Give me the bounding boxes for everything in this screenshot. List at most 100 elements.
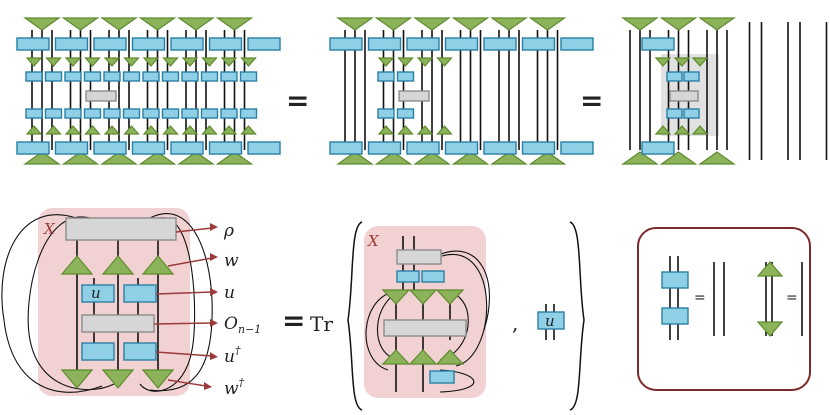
isometry-tensor (413, 17, 451, 31)
label-arrows (153, 223, 218, 390)
isometry-dagger-tensor (138, 151, 177, 165)
comma: , (512, 311, 518, 335)
disentangler-tensor (122, 71, 141, 82)
mera-network-full (16, 17, 281, 165)
isometry-tensor (659, 17, 698, 31)
isometry-dagger-tensor (397, 125, 414, 135)
isometry-dagger-tensor (490, 151, 528, 165)
disentangler-dagger-tensor (444, 141, 479, 155)
disentangler-dagger-tensor (81, 342, 115, 361)
wire-loop (139, 217, 196, 392)
equals-sign-1: = (286, 84, 309, 117)
isometry-dagger-tensor (25, 125, 43, 135)
disentangler-tensor (200, 71, 219, 82)
identity-equals-2: = (786, 290, 798, 306)
disentangler-tensor (537, 311, 565, 330)
isometry-tensor (220, 57, 238, 67)
isometry-tensor (240, 57, 257, 67)
disentangler-dagger-tensor (83, 108, 102, 119)
identity-equals-1: = (694, 290, 706, 306)
isometry-dagger-tensor (240, 125, 257, 135)
isometry-dagger-tensor (177, 151, 215, 165)
disentangler-tensor (406, 37, 440, 51)
disentangler-dagger-tensor (377, 108, 395, 119)
disentangler-dagger-tensor (220, 108, 238, 119)
isometry-tensor (377, 57, 395, 67)
mera-network-reduced (329, 17, 594, 165)
disentangler-dagger-tensor (641, 141, 675, 155)
x-label: X (367, 232, 380, 250)
isometry-tensor (64, 57, 82, 67)
disentangler-tensor (683, 71, 700, 82)
disentangler-tensor (142, 71, 160, 82)
disentangler-tensor (83, 71, 102, 82)
disentangler-tensor (208, 37, 243, 51)
w-dagger-label: w† (224, 376, 245, 399)
isometry-dagger-tensor (84, 125, 101, 135)
isometry-dagger-tensor (60, 369, 94, 389)
disentangler-tensor (560, 37, 594, 51)
disentangler-tensor (25, 71, 43, 82)
isometry-dagger-tensor (142, 125, 160, 135)
disentangler-dagger-tensor (367, 141, 402, 155)
equals-sign-3: = (282, 304, 305, 337)
isometry-tensor (215, 17, 254, 31)
isometry-dagger-tensor (101, 369, 135, 389)
isometry-dagger-tensor (64, 125, 82, 135)
isometry-dagger-tensor (141, 369, 175, 389)
disentangler-tensor (64, 71, 82, 82)
o-label: On−1 (224, 314, 261, 336)
isometry-tensor (100, 17, 138, 31)
isometry-tensor (177, 17, 215, 31)
disentangler-dagger-tensor (64, 108, 82, 119)
isometry-tensor (691, 57, 709, 67)
wire-loop (1, 214, 103, 393)
disentangler-dagger-tensor (44, 108, 63, 119)
disentangler-dagger-tensor (560, 141, 594, 155)
isometry-dagger-tensor (416, 125, 434, 135)
u-dagger-label: u† (224, 344, 241, 367)
isometry-dagger-tensor (698, 151, 736, 165)
isometry-dagger-tensor (181, 125, 199, 135)
isometry-dagger-tensor (451, 151, 490, 165)
identity-frame (637, 227, 811, 391)
trace-symbol: Tr (310, 312, 333, 336)
isometry-tensor (698, 17, 736, 31)
disentangler-dagger-tensor (200, 108, 219, 119)
u-box-label: u (91, 284, 101, 302)
disentangler-tensor (131, 37, 166, 51)
unitarity-identities: = = (637, 227, 811, 391)
disentangler-dagger-tensor (122, 108, 141, 119)
isometry-dagger-tensor (103, 125, 121, 135)
disentangler-dagger-tensor (247, 141, 281, 155)
isometry-tensor (673, 57, 691, 67)
isometry-tensor (103, 57, 121, 67)
disentangler-tensor (170, 37, 204, 51)
wire-loop (27, 216, 115, 391)
disentangler-tensor (444, 37, 479, 51)
isometry-tensor (101, 255, 135, 275)
isometry-dagger-tensor (377, 125, 395, 135)
isometry-dagger-tensor (673, 125, 691, 135)
disentangler-dagger-tensor (170, 141, 204, 155)
isometry-dagger-tensor (691, 125, 709, 135)
disentangler-tensor (161, 71, 180, 82)
isometry-tensor (181, 57, 199, 67)
isometry-tensor (162, 57, 179, 67)
rho-tensor (65, 217, 177, 241)
disentangler-dagger-tensor (131, 141, 166, 155)
isometry-dagger-tensor (201, 125, 218, 135)
isometry-tensor (61, 17, 100, 31)
isometry-tensor (490, 17, 528, 31)
trace-expression: Tr X , u (310, 221, 585, 411)
w-label: w (224, 251, 239, 271)
disentangler-dagger-tensor (54, 141, 89, 155)
disentangler-tensor (377, 71, 395, 82)
isometry-tensor (84, 57, 101, 67)
disentangler-tensor (54, 37, 89, 51)
isometry-tensor (621, 17, 659, 31)
isometry-dagger-tensor (215, 151, 254, 165)
operator-tensor (398, 90, 430, 102)
right-brace (569, 221, 585, 411)
isometry-tensor (397, 57, 414, 67)
